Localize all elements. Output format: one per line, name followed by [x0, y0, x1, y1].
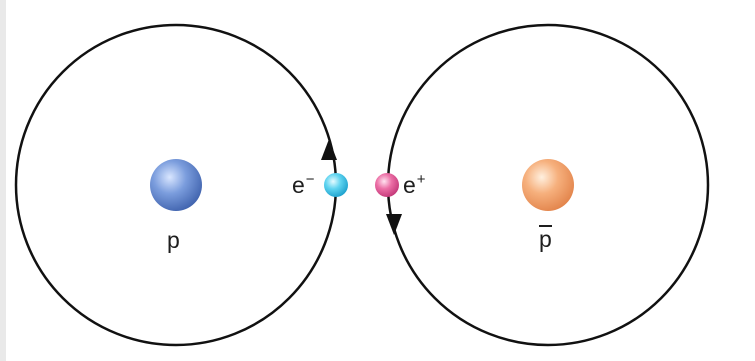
electron	[324, 173, 348, 197]
antiproton-label: p	[539, 225, 552, 252]
antiproton	[522, 159, 574, 211]
proton-label: p	[167, 227, 180, 253]
left-border	[0, 0, 6, 361]
orbit-arrow-up-icon	[321, 139, 337, 160]
electron-label: e−	[292, 171, 315, 198]
positron-label: e+	[403, 171, 426, 198]
proton	[150, 159, 202, 211]
orbit-arrow-down-icon	[386, 214, 402, 235]
positron	[375, 173, 399, 197]
